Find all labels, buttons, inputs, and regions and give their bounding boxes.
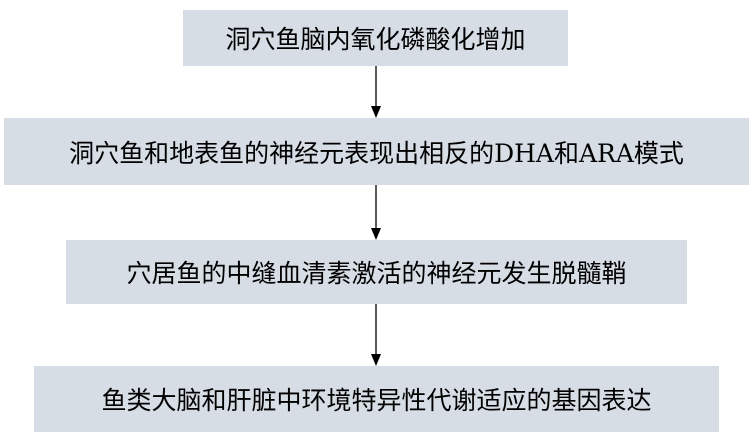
flow-step-1-text: 洞穴鱼脑内氧化磷酸化增加	[225, 25, 526, 54]
flow-step-4: 鱼类大脑和肝脏中环境特异性代谢适应的基因表达	[34, 366, 719, 432]
flow-step-1: 洞穴鱼脑内氧化磷酸化增加	[183, 10, 568, 66]
flow-step-2-text: 洞穴鱼和地表鱼的神经元表现出相反的DHA和ARA模式	[69, 138, 684, 168]
down-arrow-3	[371, 304, 381, 366]
flow-step-2: 洞穴鱼和地表鱼的神经元表现出相反的DHA和ARA模式	[4, 118, 749, 185]
flow-step-4-text: 鱼类大脑和肝脏中环境特异性代谢适应的基因表达	[101, 386, 652, 415]
down-arrow-2	[371, 185, 381, 240]
down-arrow-1	[371, 66, 381, 118]
flow-step-3-text: 穴居鱼的中缝血清素激活的神经元发生脱髓鞘	[126, 259, 627, 288]
flow-step-3: 穴居鱼的中缝血清素激活的神经元发生脱髓鞘	[66, 240, 687, 304]
